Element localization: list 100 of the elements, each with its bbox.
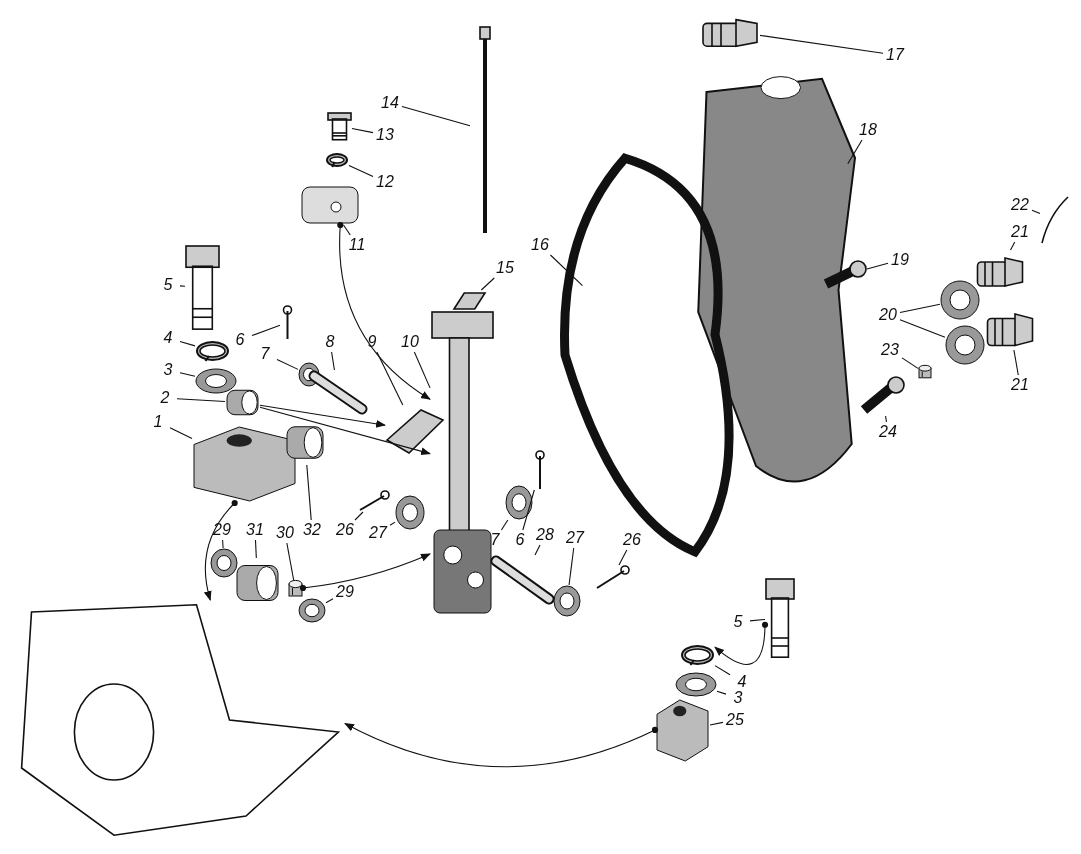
callout-number: 27	[366, 523, 390, 543]
leader-line	[899, 319, 946, 338]
leader-line	[331, 351, 335, 371]
callout-number: 6	[508, 530, 532, 550]
callout-number: 18	[856, 120, 880, 140]
cotter-pin-drawing	[358, 490, 390, 512]
callout-number: 10	[398, 332, 422, 352]
leader-line	[254, 539, 257, 559]
bolt-drawing	[822, 260, 867, 290]
plate-drawing	[300, 185, 360, 225]
washer-drawing	[395, 495, 425, 530]
callout-number: 11	[345, 235, 369, 255]
callout-number: 22	[1008, 195, 1032, 215]
callout-number: 16	[528, 235, 552, 255]
callout-number: 7	[253, 344, 277, 364]
leader-line	[376, 351, 404, 406]
leader-line	[568, 547, 575, 586]
washer-drawing	[553, 585, 581, 617]
callout-number: 17	[883, 45, 907, 65]
callout-number: 27	[563, 528, 587, 548]
ball-drawing	[918, 365, 932, 381]
leader-line	[480, 277, 495, 291]
assembly-arrow	[259, 406, 431, 456]
leader-line	[176, 398, 226, 403]
leader-line	[286, 542, 295, 581]
leader-line	[885, 415, 887, 423]
leader-line	[179, 372, 196, 377]
leader-line	[1031, 209, 1041, 215]
leader-line	[618, 549, 628, 566]
lock-ring-drawing	[325, 152, 349, 168]
cotter-pin-drawing	[595, 565, 630, 590]
callout-number: 1	[146, 412, 170, 432]
bolt-drawing	[860, 376, 905, 416]
assembly-arrow	[299, 553, 431, 592]
washer-drawing	[945, 325, 985, 365]
callout-number: 21	[1008, 375, 1032, 395]
leader-line	[251, 324, 281, 337]
callout-number: 32	[300, 520, 324, 540]
leader-line	[276, 359, 299, 370]
callout-number: 26	[620, 530, 644, 550]
leader-line	[716, 690, 727, 695]
leader-line	[1013, 349, 1019, 376]
lock-ring-drawing	[195, 340, 230, 362]
bolt-drawing	[765, 578, 795, 658]
cotter-pin-drawing	[532, 450, 548, 490]
leader-line	[866, 262, 889, 270]
leader-line	[709, 721, 724, 726]
assembly-arrow	[204, 499, 238, 601]
leader-line	[500, 519, 509, 531]
callout-number: 21	[1008, 222, 1032, 242]
leader-line	[389, 521, 396, 526]
block-drawing	[192, 425, 297, 503]
washer-drawing	[298, 362, 320, 387]
pin-drawing	[288, 580, 303, 600]
leader-line	[759, 34, 884, 54]
assembly-arrow	[714, 621, 769, 665]
callout-number: 4	[156, 328, 180, 348]
bolt-drawing	[185, 245, 220, 330]
leader-line	[179, 285, 186, 287]
cotter-pin-drawing	[280, 305, 295, 340]
callout-number: 8	[318, 332, 342, 352]
washer-drawing	[195, 368, 237, 394]
callout-number: 14	[378, 93, 402, 113]
pin-drawing	[308, 370, 368, 415]
callout-number: 7	[483, 530, 507, 550]
callout-number: 31	[243, 520, 267, 540]
bolt-drawing	[327, 112, 352, 140]
leader-line	[749, 618, 766, 622]
callout-number: 24	[876, 422, 900, 442]
leader-line	[342, 224, 351, 236]
callout-number: 12	[373, 172, 397, 192]
callout-number: 30	[273, 523, 297, 543]
callout-number: 29	[333, 582, 357, 602]
leader-line	[306, 464, 312, 521]
leader-line	[222, 539, 224, 549]
callout-number: 13	[373, 125, 397, 145]
leader-line	[899, 303, 941, 314]
lock-ring-drawing	[680, 644, 715, 666]
washer-drawing	[210, 548, 238, 578]
leader-line	[179, 340, 196, 347]
callout-number: 23	[878, 340, 902, 360]
leader-line	[413, 351, 431, 389]
leader-line	[901, 357, 919, 369]
leader-line	[325, 598, 334, 604]
leader-line	[522, 489, 535, 531]
washer-drawing	[675, 672, 717, 697]
leader-line	[847, 139, 863, 165]
washer-drawing	[940, 280, 980, 320]
leader-line	[1010, 241, 1016, 251]
washer-drawing	[298, 598, 326, 623]
pin-drawing	[490, 555, 555, 605]
leader-line	[169, 427, 193, 440]
callout-number: 3	[156, 360, 180, 380]
callout-number: 5	[156, 275, 180, 295]
callout-number: 5	[726, 612, 750, 632]
callout-number: 26	[333, 520, 357, 540]
leader-line	[401, 105, 471, 127]
wire-drawing	[1040, 195, 1070, 245]
assembly-arrow	[259, 404, 386, 428]
block-drawing	[655, 698, 710, 763]
